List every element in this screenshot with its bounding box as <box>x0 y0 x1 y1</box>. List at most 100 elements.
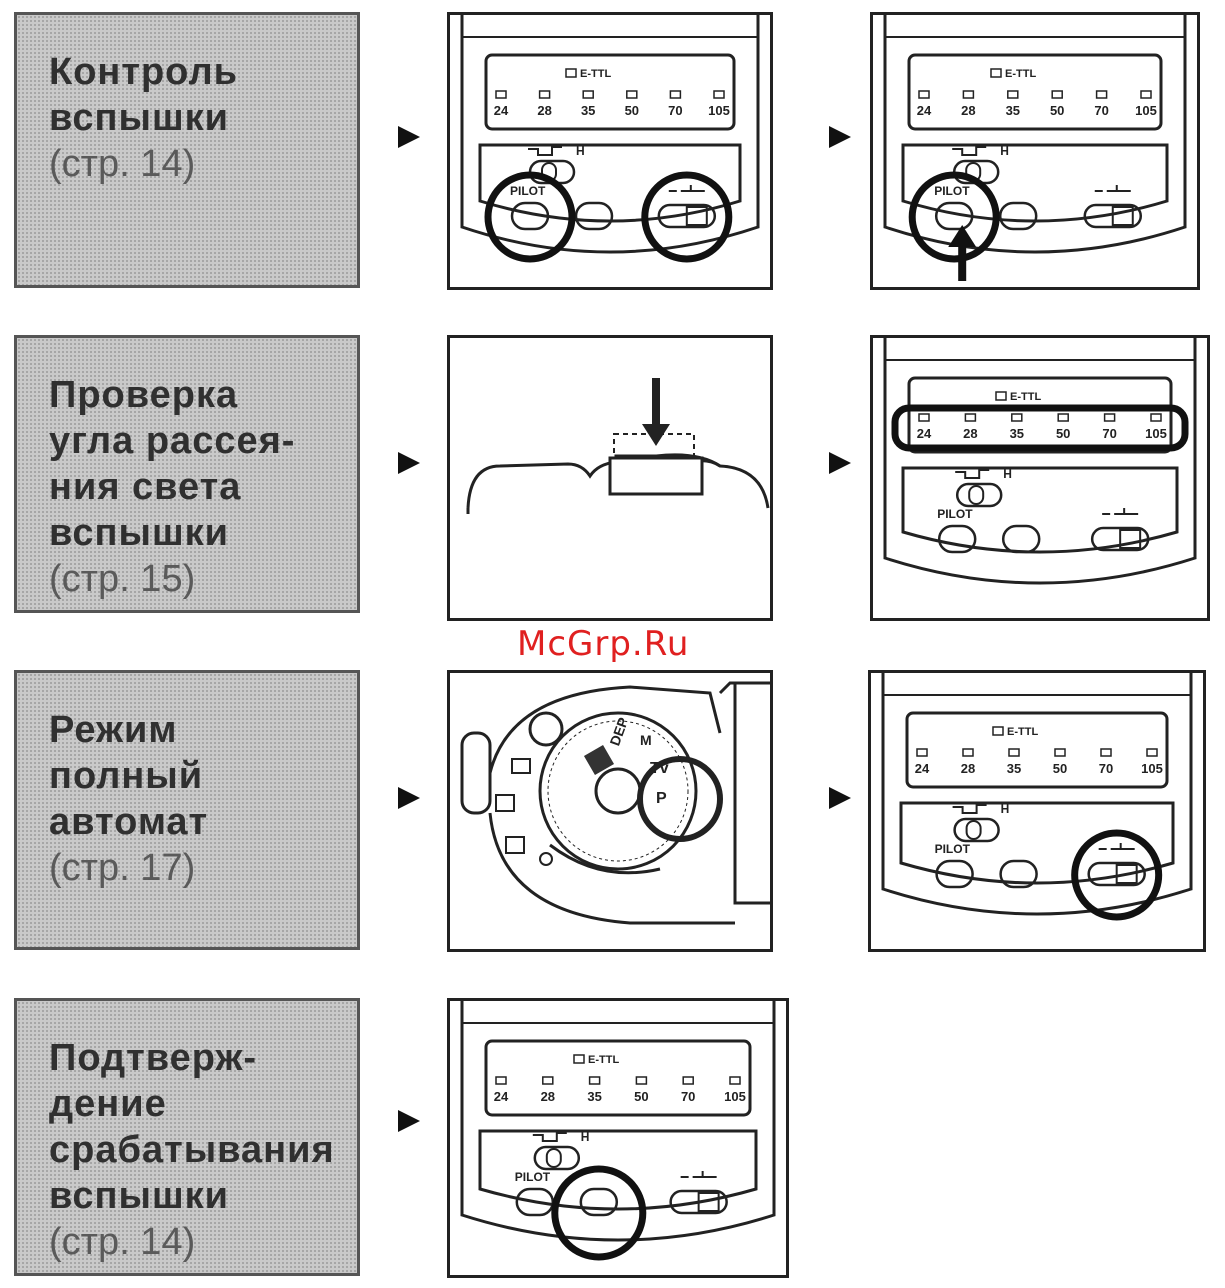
lcd-window <box>907 53 1163 131</box>
sync-mode-icon <box>952 146 987 156</box>
zoom-lamp-icon <box>542 1076 554 1085</box>
ettl-label: E-TTL <box>580 68 611 80</box>
zoom-value-label: 70 <box>1094 103 1108 118</box>
zoom-value-label: 35 <box>1010 426 1024 441</box>
lcd-window <box>484 1039 752 1117</box>
high-speed-label: H <box>1001 802 1010 816</box>
power-mode-icon <box>1094 185 1131 192</box>
power-switch-knob <box>685 206 708 226</box>
zoom-value-label: 35 <box>581 103 595 118</box>
zoom-value-label: 24 <box>494 103 509 118</box>
zoom-highlight-ring <box>891 404 1189 452</box>
zoom-value-label: 70 <box>681 1089 695 1104</box>
zoom-lamp-icon <box>1057 413 1069 422</box>
arrow-icon <box>829 787 851 809</box>
zoom-lamp-icon <box>962 748 974 757</box>
zoom-lamp-icon <box>964 413 977 422</box>
zoom-value-label: 50 <box>1050 103 1064 118</box>
pilot-label: PILOT <box>937 507 973 521</box>
zoom-value-label: 50 <box>1056 426 1070 441</box>
pilot-button <box>934 201 974 231</box>
zoom-lamp-icon <box>1140 90 1152 99</box>
zoom-value-label: 105 <box>1145 426 1167 441</box>
sync-mode-icon <box>955 469 990 479</box>
camera-mode-dial-panel: DEP M Tv P <box>447 670 773 952</box>
arrow-icon <box>829 126 851 148</box>
zoom-value-label: 35 <box>587 1089 601 1104</box>
zoom-lamp-icon <box>495 1076 507 1085</box>
ettl-lamp-icon <box>573 1054 585 1064</box>
pilot-label: PILOT <box>510 184 546 198</box>
power-mode-icon <box>680 1171 717 1178</box>
zoom-lamp-icon <box>1054 748 1066 757</box>
switch-knob <box>965 820 982 840</box>
ettl-lamp-icon <box>565 68 577 78</box>
zoom-value-label: 105 <box>724 1089 746 1104</box>
zoom-lamp-icon <box>1095 90 1108 99</box>
confirm-lamp-button <box>999 859 1038 889</box>
zoom-lamp-icon <box>538 90 551 99</box>
zoom-lamp-icon <box>1007 90 1019 99</box>
zoom-lamp-icon <box>729 1076 741 1085</box>
flash-body-outline <box>883 338 1197 585</box>
section-label-zoom-check: Проверка угла рассея- ния света вспышки … <box>14 335 360 613</box>
zoom-value-label: 70 <box>1099 761 1113 776</box>
camera-shoe-panel <box>447 335 773 621</box>
high-speed-switch <box>955 482 1003 508</box>
zoom-value-label: 105 <box>708 103 730 118</box>
lcd-window <box>905 711 1169 789</box>
pilot-button <box>937 524 977 554</box>
watermark: McGrp.Ru <box>517 624 690 664</box>
confirm-lamp-button <box>998 201 1038 231</box>
confirm-lamp-button <box>1001 524 1041 554</box>
zoom-value-label: 50 <box>625 103 639 118</box>
zoom-value-label: 70 <box>1102 426 1116 441</box>
svg-text:DEP: DEP <box>606 715 631 748</box>
sync-mode-icon <box>952 804 987 814</box>
section-label-flash-confirm: Подтверж- дение срабатывания вспышки (ст… <box>14 998 360 1276</box>
zoom-value-label: 35 <box>1006 103 1020 118</box>
switch-knob <box>545 1148 562 1168</box>
zoom-lamp-icon <box>1146 748 1158 757</box>
pilot-label: PILOT <box>515 1170 551 1184</box>
svg-text:M: M <box>640 732 652 748</box>
svg-text:P: P <box>656 790 667 807</box>
high-speed-label: H <box>576 144 585 158</box>
zoom-lamp-icon <box>682 1076 694 1085</box>
section-page-ref: (стр. 15) <box>49 558 196 600</box>
zoom-value-label: 70 <box>668 103 682 118</box>
zoom-value-label: 28 <box>961 103 975 118</box>
zoom-value-label: 28 <box>961 761 975 776</box>
zoom-lamp-icon <box>582 90 594 99</box>
high-speed-label: H <box>581 1130 590 1144</box>
section-page-ref: (стр. 14) <box>49 1221 196 1263</box>
zoom-value-label: 105 <box>1135 103 1157 118</box>
confirm-lamp-button <box>574 201 614 231</box>
pilot-label: PILOT <box>935 842 971 856</box>
pilot-button <box>935 859 974 889</box>
ettl-lamp-icon <box>995 391 1007 401</box>
section-title: Режим полный автомат <box>49 709 209 843</box>
power-switch <box>1090 526 1150 552</box>
zoom-lamp-icon <box>626 90 638 99</box>
flash-body-outline <box>881 673 1193 916</box>
zoom-lamp-icon <box>1051 90 1063 99</box>
sync-mode-icon <box>528 146 562 156</box>
power-switch-knob <box>697 1192 720 1212</box>
zoom-value-label: 105 <box>1141 761 1163 776</box>
control-console <box>901 466 1179 554</box>
ettl-label: E-TTL <box>1010 391 1041 403</box>
power-highlight-ring <box>641 171 733 263</box>
pilot-label: PILOT <box>934 184 970 198</box>
zoom-lamp-icon <box>1008 748 1020 757</box>
lcd-window <box>484 53 736 131</box>
high-speed-switch <box>953 817 1000 843</box>
zoom-value-label: 28 <box>541 1089 555 1104</box>
